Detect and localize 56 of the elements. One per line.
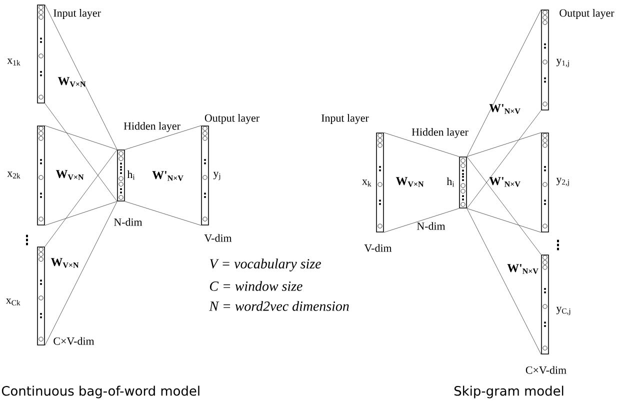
layer-label: x$_{1k}$ [7,58,20,66]
connection-line [466,132,542,157]
layer-label: Input layer [322,114,369,124]
layer-label: V-dim [364,244,392,252]
caption: Skip-gram model [454,386,564,398]
connection-line [466,156,542,255]
weight-label: W'$_{N×V}$ [489,177,520,187]
connection-line [466,9,542,157]
layer-label: C×V-dim [526,366,566,374]
connection-line [124,125,202,150]
vector-bar-drawing [541,10,549,110]
layer-label: N-dim [417,222,446,230]
layer-label: h$_{i}$ [446,177,454,187]
vector-bar-drawing [201,126,209,226]
layer-label: Hidden layer [412,128,468,138]
layer-label: Output layer [204,114,260,124]
layer-label: h$_{i}$ [127,170,135,180]
layer-label: Hidden layer [124,122,180,132]
layer-label: y$_{C,j}$ [556,306,570,316]
vector-bar-drawing [541,132,549,232]
connection-line [44,4,118,150]
vector-bar-drawing [37,246,45,346]
vector-bar-drawing [459,156,467,208]
layer-label: y$_{2,j}$ [556,178,569,186]
connection-line [466,110,542,209]
connection-line [466,208,542,355]
vector-bar-drawing [117,150,125,202]
layer-label: Input layer [54,9,101,19]
vector-bar-drawing [37,126,45,226]
layer-label: Output layer [560,9,614,19]
vector-bar-drawing [541,254,549,354]
legend-line: V = vocabulary size [210,258,321,272]
vector-bar-drawing [37,4,45,104]
weight-label: W'$_{N×V}$ [489,104,520,114]
connection-line [124,201,202,226]
connection-line [44,201,118,346]
layer-label: y$_{1,j}$ [556,58,569,68]
connection-line [384,208,460,233]
layer-label: x$_{k}$ [362,180,372,186]
connection-line [466,208,542,233]
connection-line [44,125,118,150]
layer-label: x$_{Ck}$ [6,298,20,306]
vector-bar-drawing [376,132,384,232]
connection-line [384,132,460,157]
caption: Continuous bag-of-word model [2,386,200,398]
layer-label: C×V-dim [54,337,94,345]
layer-label: N-dim [114,218,142,226]
layer-label: V-dim [204,234,232,242]
layer-label: x$_{2k}$ [7,172,20,178]
weight-label: W'$_{N×V}$ [152,171,184,181]
legend-line: N = word2vec dimension [209,301,349,311]
legend-line: C = window size [210,281,302,291]
connection-line [44,103,118,202]
layer-label: y$_{j}$ [213,172,220,180]
connection-line [44,149,118,247]
connection-line [44,201,118,226]
